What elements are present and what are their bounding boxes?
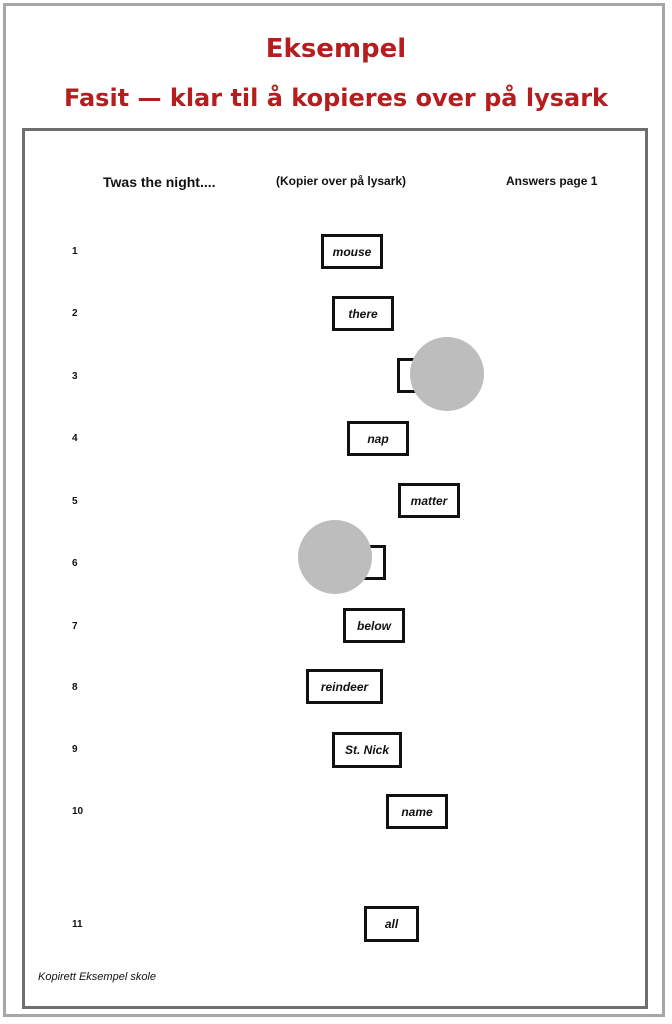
answer-box: name [386, 794, 448, 829]
redaction-circle [410, 337, 484, 411]
copyright-note: Kopirett Eksempel skole [38, 971, 156, 983]
row-number: 4 [72, 433, 78, 444]
page-frame [3, 3, 665, 1017]
row-number: 8 [72, 682, 78, 693]
answer-box: reindeer [306, 669, 383, 704]
page-title: Eksempel [265, 34, 407, 64]
row-number: 7 [72, 621, 78, 632]
copy-instruction: (Kopier over på lysark) [276, 174, 407, 188]
answer-box: matter [398, 483, 460, 518]
answer-box: below [343, 608, 405, 643]
row-number: 11 [72, 919, 83, 930]
row-number: 1 [72, 246, 78, 257]
row-number: 9 [72, 744, 78, 755]
redaction-circle [298, 520, 372, 594]
row-number: 10 [72, 806, 84, 817]
answer-box: there [332, 296, 394, 331]
row-number: 5 [72, 496, 78, 507]
worksheet-heading: Twas the night.... [103, 174, 216, 190]
answer-box: all [364, 906, 419, 942]
answer-box: nap [347, 421, 409, 456]
answer-box: mouse [321, 234, 383, 269]
row-number: 2 [72, 308, 78, 319]
row-number: 6 [72, 558, 78, 569]
answers-page-label: Answers page 1 [506, 174, 598, 188]
row-number: 3 [72, 371, 78, 382]
page-subtitle: Fasit — klar til å kopieres over på lysa… [63, 84, 608, 112]
worksheet-frame [22, 128, 648, 1009]
answer-box: St. Nick [332, 732, 402, 768]
